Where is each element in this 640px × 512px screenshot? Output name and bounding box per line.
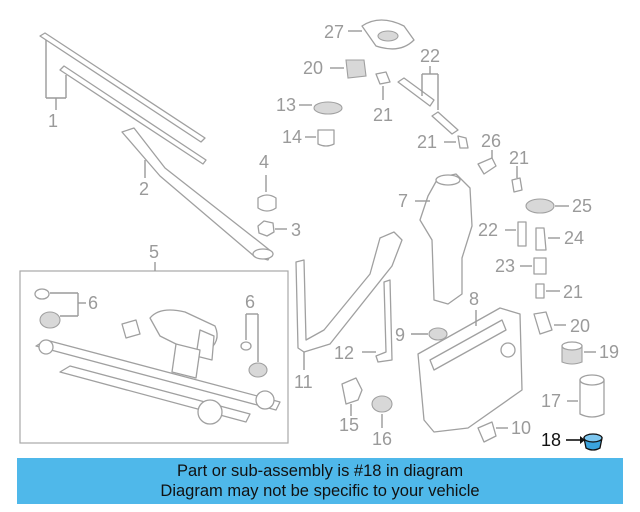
callout-6-left: 6: [88, 293, 98, 313]
part-15-connector: [341, 377, 363, 416]
part-21-nozzle-c: [511, 166, 523, 193]
callout-10: 10: [511, 418, 531, 438]
callout-18: 18: [541, 430, 561, 450]
callout-22-right: 22: [478, 220, 498, 240]
part-4-cap: [257, 175, 277, 212]
callout-24: 24: [564, 228, 584, 248]
part-26-t-fitting: [477, 150, 497, 175]
part-8-reservoir-tank: [417, 307, 523, 433]
part-9-grommet: [411, 327, 448, 341]
part-21-nozzle-b: [444, 135, 469, 149]
part-21-nozzle-d: [535, 283, 560, 299]
callout-16: 16: [372, 429, 392, 449]
callout-6-right: 6: [245, 292, 255, 312]
callout-23: 23: [495, 256, 515, 276]
part-27-nozzle-housing: [348, 19, 415, 50]
callout-7: 7: [398, 191, 408, 211]
part-3-nut: [257, 220, 287, 237]
callout-27: 27: [324, 22, 344, 42]
callout-3: 3: [291, 220, 301, 240]
callout-8: 8: [469, 289, 479, 309]
caption-banner: Part or sub-assembly is #18 in diagram D…: [17, 458, 623, 504]
part-12-rod: [362, 279, 393, 363]
part-1-wiper-blade: [39, 32, 207, 165]
part-14-plug: [305, 129, 335, 147]
part-20-connector-right: [533, 311, 566, 335]
part-21-nozzle-a: [375, 71, 391, 100]
callout-19: 19: [599, 342, 619, 362]
part-6-bushing-right: [240, 313, 268, 378]
part-18-highlighted-grommet: [566, 433, 603, 451]
part-6-bushing-left: [34, 288, 86, 329]
part-22-hose-right: [505, 221, 527, 247]
callout-2: 2: [139, 179, 149, 199]
part-5-motor-linkage: [19, 262, 289, 444]
callout-14: 14: [282, 127, 302, 147]
callout-11: 11: [294, 372, 313, 392]
part-10-clip: [477, 421, 508, 443]
part-19-cap: [561, 341, 596, 365]
callout-21-c: 21: [509, 148, 529, 168]
callout-26: 26: [481, 131, 501, 151]
part-7-reservoir-neck: [415, 173, 473, 305]
part-20-connector-top: [330, 59, 367, 79]
part-16-seal: [371, 395, 393, 428]
part-17-washer-pump: [567, 374, 605, 418]
callout-20-top: 20: [303, 58, 323, 78]
part-25-seal: [525, 198, 569, 214]
parts-diagram: 1 2 4 3 5 6: [19, 19, 619, 451]
callout-25: 25: [572, 196, 592, 216]
callout-21-a: 21: [373, 105, 393, 125]
part-22-hoses-top: [397, 66, 459, 135]
callout-9: 9: [395, 325, 405, 345]
callout-5: 5: [149, 242, 159, 262]
part-23-valve: [520, 257, 547, 275]
callout-12: 12: [334, 343, 354, 363]
callout-17: 17: [541, 391, 561, 411]
caption-line-1: Part or sub-assembly is #18 in diagram: [176, 462, 464, 480]
callout-1: 1: [48, 111, 58, 131]
callout-22-top: 22: [420, 46, 440, 66]
part-2-wiper-arm: [121, 127, 274, 261]
part-11-bracket: [295, 231, 403, 370]
part-13-mount: [299, 101, 343, 115]
callout-13: 13: [276, 95, 296, 115]
part-24-connector: [535, 227, 560, 251]
callout-21-d: 21: [563, 282, 583, 302]
callout-21-b: 21: [417, 132, 437, 152]
callout-20-right: 20: [570, 316, 590, 336]
callout-15: 15: [339, 415, 359, 435]
callout-4: 4: [259, 152, 269, 172]
caption-line-2: Diagram may not be specific to your vehi…: [160, 482, 480, 500]
